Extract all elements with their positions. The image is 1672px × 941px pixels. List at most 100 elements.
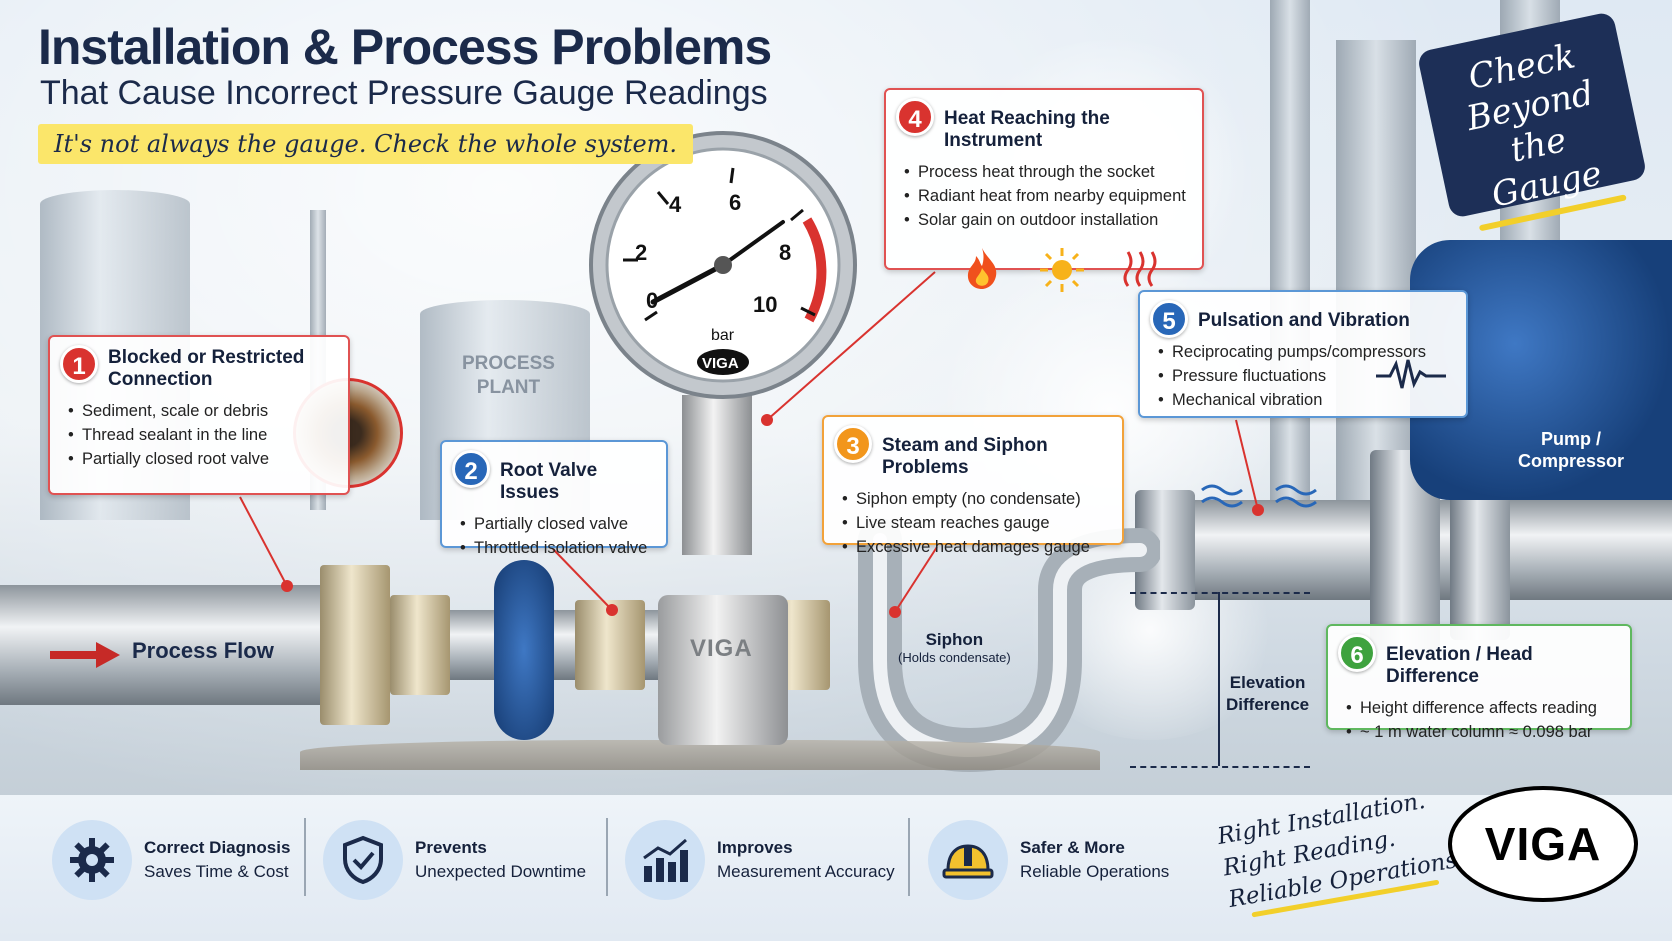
card-number: 2 xyxy=(452,450,490,488)
process-plant-label: PROCESS PLANT xyxy=(462,352,555,400)
footer-separator xyxy=(908,818,910,896)
card-title: Heat Reaching the Instrument xyxy=(944,108,1110,151)
feature-text: Safer & More Reliable Operations xyxy=(1020,836,1169,884)
card-number: 5 xyxy=(1150,300,1188,338)
list-item: Throttled isolation valve xyxy=(456,536,652,560)
pipe-fitting xyxy=(390,595,450,695)
shield-check-icon xyxy=(343,835,383,885)
gauge-tick-8: 8 xyxy=(779,240,791,265)
card-list: Reciprocating pumps/compressors Pressure… xyxy=(1154,340,1452,412)
card-elevation: 6 Elevation / Head Difference Height dif… xyxy=(1326,624,1632,744)
feature-title: Prevents xyxy=(415,838,487,857)
card-pulsation: 5 Pulsation and Vibration Reciprocating … xyxy=(1138,290,1468,418)
feature-improves-accuracy: Improves Measurement Accuracy xyxy=(625,820,895,900)
pump-label-line2: Compressor xyxy=(1518,451,1625,471)
process-plant-line1: PROCESS xyxy=(462,353,555,374)
sun-icon xyxy=(1040,248,1084,292)
list-item: Solar gain on outdoor installation xyxy=(900,208,1188,232)
feature-text: Prevents Unexpected Downtime xyxy=(415,836,586,884)
list-item: Mechanical vibration xyxy=(1154,388,1452,412)
pulse-waveform-icon xyxy=(1376,359,1446,389)
feature-subtitle: Reliable Operations xyxy=(1020,862,1170,881)
footer-band xyxy=(0,795,1672,941)
list-item: Partially closed root valve xyxy=(64,447,334,471)
flame-icon xyxy=(967,248,997,289)
feature-icon-circle xyxy=(52,820,132,900)
card-list: Siphon empty (no condensate) Live steam … xyxy=(838,487,1108,559)
card-title: Root Valve Issues xyxy=(500,460,598,503)
feature-prevents-downtime: Prevents Unexpected Downtime xyxy=(323,820,586,900)
list-item: Sediment, scale or debris xyxy=(64,399,334,423)
pressure-gauge: 0 2 4 6 8 10 bar VIGA xyxy=(589,131,857,399)
feature-icon-circle xyxy=(323,820,403,900)
card-title: Steam and Siphon Problems xyxy=(882,435,1048,478)
pulsation-wave-icon xyxy=(1201,484,1317,508)
heat-icons xyxy=(962,246,1188,294)
feature-subtitle: Unexpected Downtime xyxy=(415,862,587,881)
elevation-dashline-bottom xyxy=(1130,766,1310,768)
list-item: Process heat through the socket xyxy=(900,160,1188,184)
card-number: 1 xyxy=(60,345,98,383)
card-number: 4 xyxy=(896,98,934,136)
process-flow-label: Process Flow xyxy=(132,638,274,663)
bar-chart-icon xyxy=(643,838,688,882)
card-list: Process heat through the socket Radiant … xyxy=(900,160,1188,232)
heat-waves-icon xyxy=(1123,251,1157,287)
feature-subtitle: Measurement Accuracy xyxy=(717,862,895,881)
process-flow-arrow-icon xyxy=(50,642,120,668)
card-number: 6 xyxy=(1338,634,1376,672)
siphon-label: Siphon (Holds condensate) xyxy=(898,630,1011,665)
card-title: Elevation / Head Difference xyxy=(1386,644,1533,687)
pipe-fitting xyxy=(320,565,390,725)
feature-text: Correct Diagnosis Saves Time & Cost xyxy=(144,836,290,884)
list-item: Siphon empty (no condensate) xyxy=(838,487,1108,511)
card-steam-siphon: 3 Steam and Siphon Problems Siphon empty… xyxy=(822,415,1124,559)
gear-icon xyxy=(70,838,114,882)
root-valve-handle xyxy=(494,560,554,740)
list-item: Partially closed valve xyxy=(456,512,652,536)
siphon-note: (Holds condensate) xyxy=(898,650,1011,665)
pump-label-line1: Pump / xyxy=(1541,429,1602,449)
card-root-valve: 2 Root Valve Issues Partially closed val… xyxy=(440,440,668,560)
footer-separator xyxy=(606,818,608,896)
elevation-label: Elevation Difference xyxy=(1226,672,1309,716)
list-item: ~ 1 m water column ≈ 0.098 bar xyxy=(1342,720,1616,744)
elevation-dashline-top xyxy=(1130,592,1310,594)
feature-safer-operations: Safer & More Reliable Operations xyxy=(928,820,1169,900)
logo-text: VIGA xyxy=(1484,818,1602,870)
gauge-tick-10: 10 xyxy=(753,292,777,317)
feature-correct-diagnosis: Correct Diagnosis Saves Time & Cost xyxy=(52,820,290,900)
gauge-tick-6: 6 xyxy=(729,190,741,215)
hard-hat-icon xyxy=(942,844,994,879)
siphon-title: Siphon xyxy=(925,630,984,649)
feature-title: Safer & More xyxy=(1020,838,1125,857)
gauge-tee-body xyxy=(658,595,788,745)
card-list: Partially closed valve Throttled isolati… xyxy=(456,512,652,560)
exhaust-stack xyxy=(1336,40,1416,510)
elevation-label-line2: Difference xyxy=(1226,695,1310,714)
gauge-stem xyxy=(682,395,752,555)
footer-separator xyxy=(304,818,306,896)
gauge-tick-4: 4 xyxy=(669,192,682,217)
list-item: Excessive heat damages gauge xyxy=(838,535,1108,559)
elevation-label-line1: Elevation xyxy=(1229,673,1306,692)
card-blocked-connection: 1 Blocked or Restricted Connection Sedim… xyxy=(48,335,350,495)
page-title: Installation & Process Problems xyxy=(38,19,772,75)
process-pipe xyxy=(0,585,360,705)
feature-subtitle: Saves Time & Cost xyxy=(144,862,289,881)
feature-title: Correct Diagnosis xyxy=(144,838,291,857)
card-title: Pulsation and Vibration xyxy=(1198,310,1410,331)
siphon-loop xyxy=(858,518,1160,773)
viga-logo: VIGA xyxy=(1448,786,1638,902)
list-item: Reciprocating pumps/compressors xyxy=(1154,340,1452,364)
gauge-tick-2: 2 xyxy=(635,240,647,265)
tagline-banner: It's not always the gauge. Check the who… xyxy=(38,124,694,164)
gauge-needle-tail xyxy=(650,262,726,305)
feature-icon-circle xyxy=(625,820,705,900)
gauge-needle xyxy=(721,220,785,267)
feature-text: Improves Measurement Accuracy xyxy=(717,836,895,884)
card-heat: 4 Heat Reaching the Instrument Process h… xyxy=(884,88,1204,292)
page-subtitle: That Cause Incorrect Pressure Gauge Read… xyxy=(40,74,768,112)
feature-title: Improves xyxy=(717,838,793,857)
